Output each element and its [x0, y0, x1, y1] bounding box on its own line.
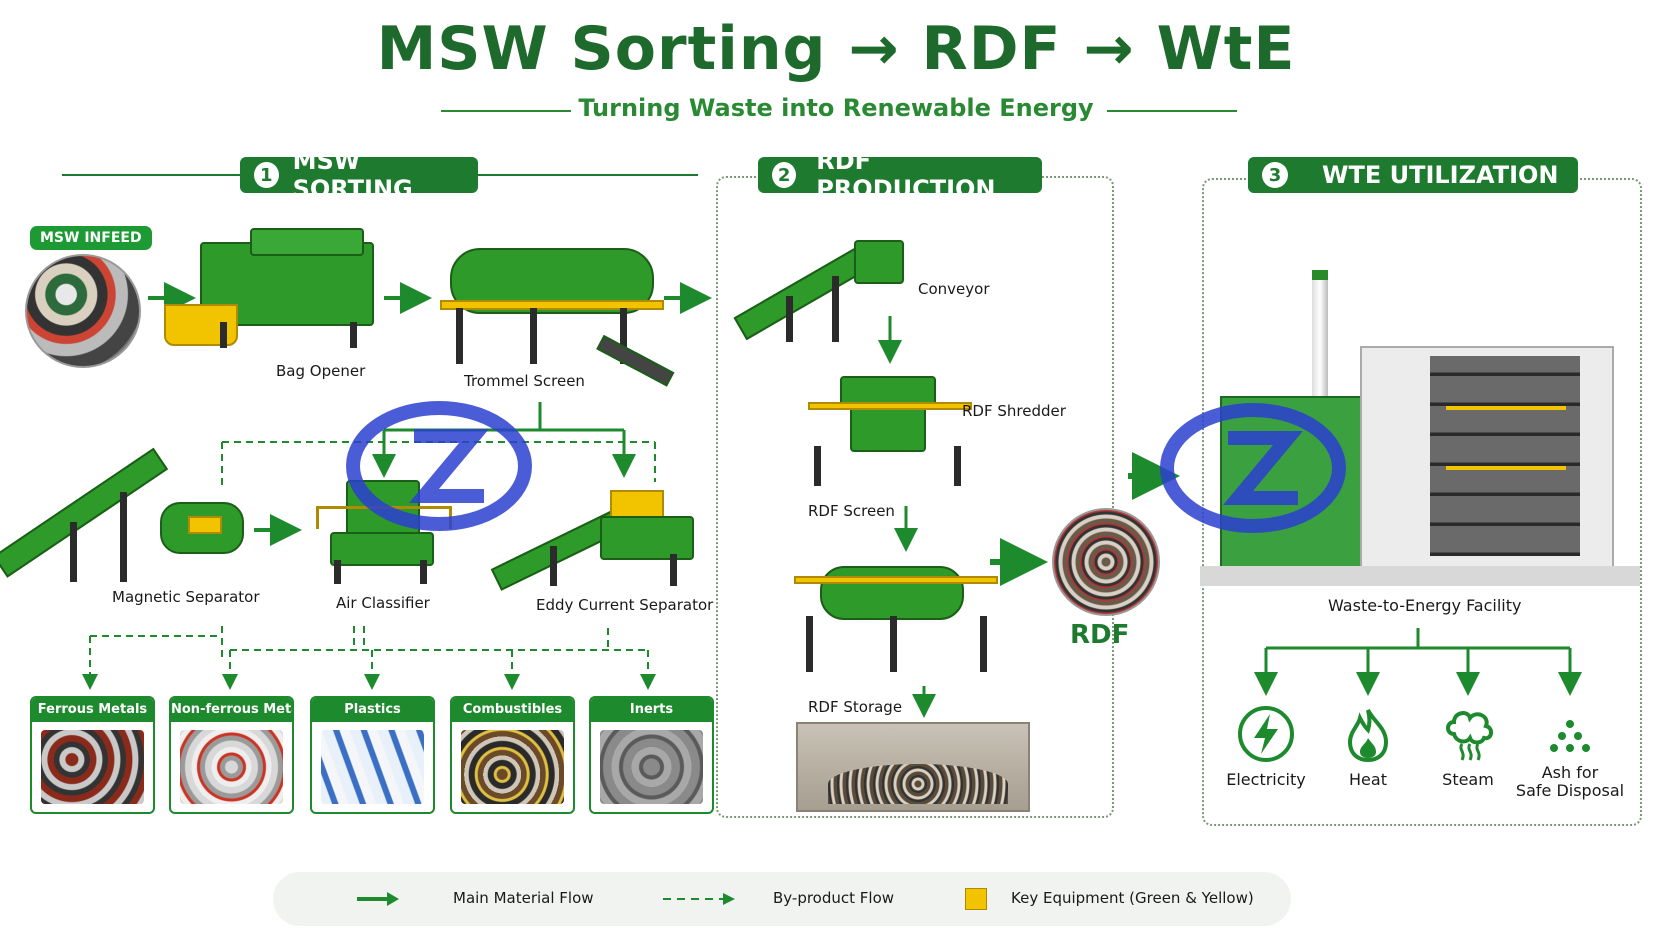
card-title: Plastics	[312, 698, 433, 722]
section-header-rdf-production: 2 RDF PRODUCTION	[758, 147, 1042, 203]
product-card-plastics: Plastics	[310, 696, 435, 814]
rdf-shredder-machine	[804, 372, 974, 488]
trommel-screen-machine	[420, 234, 680, 387]
conveyor-label: Conveyor	[918, 280, 990, 298]
card-title: Non-ferrous Metals	[171, 698, 292, 722]
product-card-combustibles: Combustibles	[450, 696, 575, 814]
electricity-label: Electricity	[1226, 770, 1306, 789]
legend-byproduct-flow: By-product Flow	[773, 889, 895, 907]
legend-main-flow: Main Material Flow	[453, 889, 594, 907]
trommel-screen-label: Trommel Screen	[464, 372, 585, 390]
section-header-msw-sorting: 1 MSW SORTING	[240, 147, 478, 203]
conveyor-machine	[733, 236, 906, 346]
bag-opener-label: Bag Opener	[276, 362, 366, 380]
section-title: WTE UTILIZATION	[1322, 161, 1559, 189]
steam-label: Steam	[1442, 770, 1494, 789]
card-title: Ferrous Metals	[32, 698, 153, 722]
key-equipment-swatch	[965, 888, 987, 910]
magnetic-separator-machine	[0, 432, 250, 592]
non-ferrous-metals-photo	[180, 730, 283, 804]
byproduct-legend-arrow	[663, 893, 735, 905]
section-number: 1	[254, 162, 279, 188]
byproduct-flow-lines	[82, 441, 656, 690]
legend: Main Material Flow By-product Flow Key E…	[273, 872, 1291, 926]
flame-icon	[1347, 709, 1389, 763]
eddy-current-separator-machine	[490, 486, 700, 591]
watermark-logo-left	[346, 401, 532, 531]
ash-output: Ash for Safe Disposal	[1510, 704, 1630, 800]
subtitle-rule-right	[1107, 110, 1237, 112]
steam-icon	[1446, 711, 1493, 761]
rdf-shredder-label: RDF Shredder	[962, 402, 1066, 420]
product-card-non-ferrous-metals: Non-ferrous Metals	[169, 696, 294, 814]
eddy-current-separator-label: Eddy Current Separator	[536, 596, 714, 614]
magnetic-separator-label: Magnetic Separator	[112, 588, 260, 606]
page-title: MSW Sorting → RDF → WtE	[376, 14, 1296, 84]
watermark-logo-right	[1160, 403, 1346, 533]
ash-dots-icon	[1550, 720, 1590, 752]
rdf-screen-machine	[790, 556, 1010, 676]
subtitle-rule-left	[441, 110, 571, 112]
card-title: Inerts	[591, 698, 712, 722]
msw-infeed-badge: MSW INFEED	[30, 226, 152, 250]
section-number: 2	[772, 162, 797, 188]
air-classifier-label: Air Classifier	[336, 594, 430, 612]
ferrous-metals-photo	[41, 730, 144, 804]
rdf-pile-photo	[1052, 508, 1160, 616]
product-card-ferrous-metals: Ferrous Metals	[30, 696, 155, 814]
plastics-photo	[321, 730, 424, 804]
rdf-storage-label: RDF Storage	[808, 698, 903, 716]
rdf-output-label: RDF	[1070, 620, 1130, 650]
section-number: 3	[1262, 162, 1288, 188]
wte-facility-label: Waste-to-Energy Facility	[1328, 596, 1522, 615]
electricity-output: Electricity	[1206, 704, 1326, 789]
page-subtitle: Turning Waste into Renewable Energy	[578, 94, 1094, 122]
steam-output: Steam	[1408, 704, 1528, 789]
rdf-storage-bunker	[796, 722, 1030, 812]
main-flow-legend-arrow	[357, 892, 399, 906]
heat-label: Heat	[1349, 770, 1387, 789]
section-title: RDF PRODUCTION	[816, 147, 996, 203]
lightning-icon	[1238, 706, 1294, 762]
combustibles-photo	[461, 730, 564, 804]
rdf-screen-label: RDF Screen	[808, 502, 895, 520]
card-title: Combustibles	[452, 698, 573, 722]
product-card-inerts: Inerts	[589, 696, 714, 814]
msw-waste-photo	[25, 254, 141, 368]
bag-opener-machine	[160, 222, 382, 352]
inerts-photo	[600, 730, 703, 804]
section-header-wte-utilization: 3 WTE UTILIZATION	[1248, 157, 1578, 193]
section-title: MSW SORTING	[292, 147, 413, 203]
heat-output: Heat	[1308, 704, 1428, 789]
legend-key-equipment: Key Equipment (Green & Yellow)	[1011, 889, 1254, 907]
ash-label: Ash for Safe Disposal	[1515, 763, 1625, 800]
